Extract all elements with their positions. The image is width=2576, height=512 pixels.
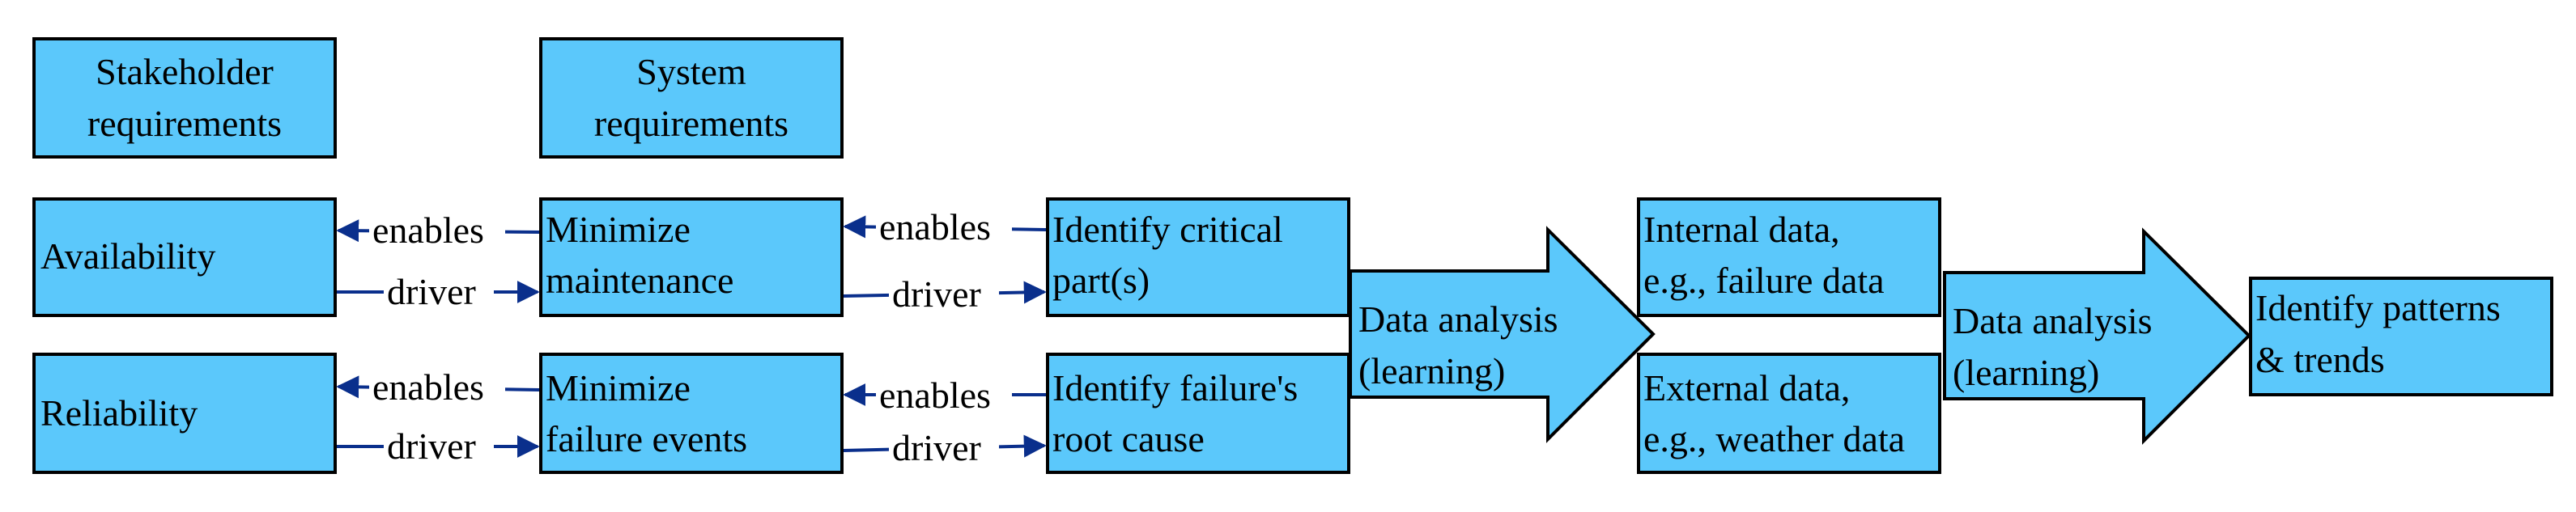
identify-root-cause-line1: Identify failure's [1052, 367, 1298, 408]
reliability-node: Reliability [32, 353, 337, 474]
identify-root-cause-node: Identify failure's root cause [1046, 353, 1350, 474]
internal-data-node: Internal data, e.g., failure data [1637, 197, 1941, 317]
driver-label-maintenance: driver [892, 273, 981, 315]
driver-label-availability: driver [387, 271, 476, 312]
driver-label-bg-1 [384, 271, 494, 313]
driver-label-reliability: driver [387, 425, 476, 467]
internal-data-line1: Internal data, [1643, 209, 1840, 250]
data-analysis-2-line1: Data analysis [1953, 300, 2153, 341]
minimize-maintenance-node: Minimize maintenance [539, 197, 844, 317]
minimize-failure-events-line1: Minimize [546, 367, 691, 408]
enables-label-bg-3 [876, 205, 1012, 248]
driver-label-failure-events: driver [892, 427, 981, 468]
patterns-trends-line2: & trends [2255, 339, 2385, 380]
enables-label-maintenance: enables [879, 206, 991, 248]
identify-critical-parts-node: Identify critical part(s) [1046, 197, 1350, 317]
system-header-line1: System [636, 51, 746, 92]
external-data-node: External data, e.g., weather data [1637, 353, 1941, 474]
driver-label-bg-2 [384, 425, 494, 468]
stakeholder-header-line1: Stakeholder [96, 51, 274, 92]
enables-label-bg-4 [876, 374, 1012, 416]
identify-critical-parts-line2: part(s) [1052, 260, 1150, 301]
identify-critical-parts-line1: Identify critical [1052, 209, 1283, 250]
stakeholder-requirements-header: Stakeholder requirements [32, 37, 337, 159]
availability-label: Availability [40, 235, 215, 277]
patterns-trends-line1: Identify patterns [2255, 287, 2501, 328]
patterns-trends-node: Identify patterns & trends [2249, 277, 2553, 396]
reliability-label: Reliability [40, 392, 198, 434]
driver-label-bg-4 [889, 427, 999, 469]
enables-label-bg-1 [369, 209, 505, 251]
data-analysis-1-line2: (learning) [1358, 350, 1505, 391]
external-data-line1: External data, [1643, 367, 1850, 408]
enables-label-availability: enables [372, 209, 484, 251]
system-requirements-header: System requirements [539, 37, 844, 159]
enables-label-reliability: enables [372, 366, 484, 408]
minimize-failure-events-node: Minimize failure events [539, 353, 844, 474]
data-analysis-2-line2: (learning) [1953, 352, 2099, 393]
internal-data-line2: e.g., failure data [1643, 260, 1885, 301]
data-analysis-1-line1: Data analysis [1358, 298, 1558, 340]
driver-label-bg-3 [889, 273, 999, 315]
stakeholder-header-line2: requirements [87, 103, 282, 144]
system-header-line2: requirements [594, 103, 789, 144]
minimize-maintenance-line1: Minimize [546, 209, 691, 250]
identify-root-cause-line2: root cause [1052, 418, 1205, 459]
data-analysis-arrow-1: Data analysis (learning) [1349, 226, 1656, 443]
enables-label-failure-events: enables [879, 374, 991, 416]
minimize-failure-events-line2: failure events [546, 418, 747, 459]
data-analysis-arrow-2: Data analysis (learning) [1943, 227, 2251, 445]
enables-label-bg-2 [369, 366, 505, 408]
availability-node: Availability [32, 197, 337, 317]
minimize-maintenance-line2: maintenance [546, 260, 733, 301]
external-data-line2: e.g., weather data [1643, 418, 1905, 459]
